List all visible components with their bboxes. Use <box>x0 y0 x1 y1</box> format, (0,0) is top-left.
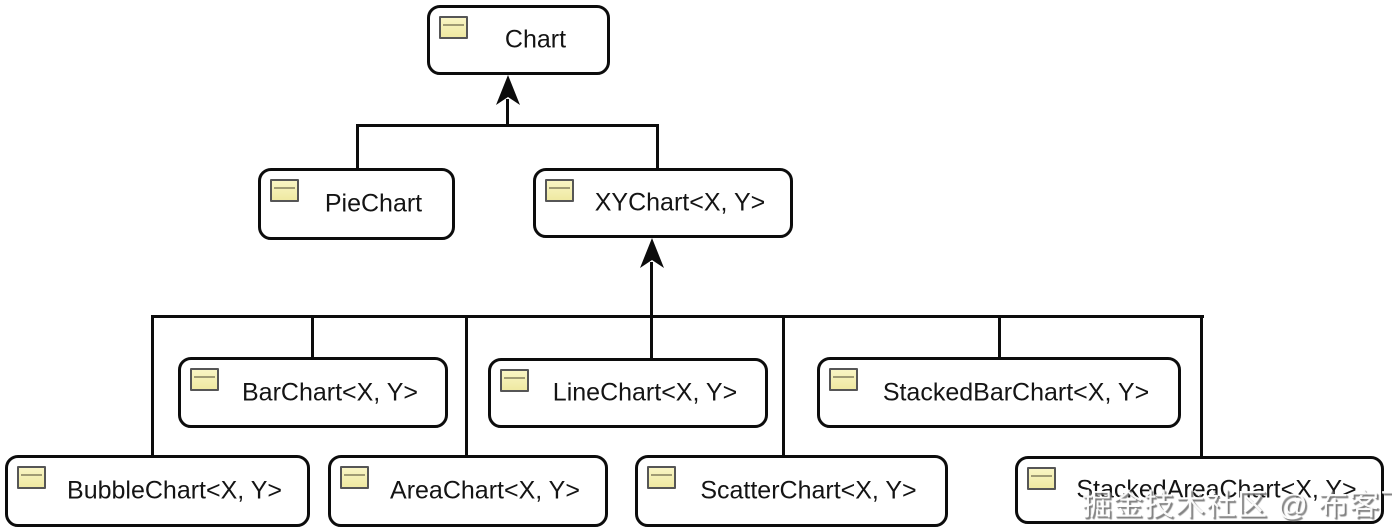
connector-bus-top <box>356 124 659 127</box>
class-icon <box>647 466 676 489</box>
connector-stackedareachart <box>1200 317 1203 456</box>
class-node-label: LineChart<X, Y> <box>552 378 738 407</box>
class-node-areachart: AreaChart<X, Y> <box>328 455 608 527</box>
class-node-label: BubbleChart<X, Y> <box>67 476 282 505</box>
connector-xychart <box>656 126 659 168</box>
inheritance-arrow-icon <box>496 75 520 105</box>
class-node-bubblechart: BubbleChart<X, Y> <box>5 455 310 527</box>
class-node-label: AreaChart<X, Y> <box>390 476 580 505</box>
class-icon <box>439 16 468 39</box>
connector-bus-bottom <box>151 315 1204 318</box>
class-node-piechart: PieChart <box>258 168 455 240</box>
class-node-linechart: LineChart<X, Y> <box>488 358 768 428</box>
connector-bubblechart <box>151 317 154 455</box>
connector-barchart <box>311 317 314 357</box>
class-icon <box>829 368 858 391</box>
class-node-label: BarChart<X, Y> <box>241 378 419 406</box>
connector-scatterchart <box>782 317 785 455</box>
inheritance-arrow-icon <box>640 238 664 268</box>
connector-xychart-stem <box>650 262 653 317</box>
watermark-text: 掘金技术社区 @ 布客飞龙 <box>1082 489 1392 522</box>
class-node-xychart: XYChart<X, Y> <box>533 168 793 238</box>
connector-piechart <box>356 126 359 168</box>
class-node-chart: Chart <box>427 5 610 75</box>
class-icon <box>340 466 369 489</box>
class-node-label: Chart <box>504 25 567 54</box>
connector-linechart <box>650 317 653 358</box>
class-node-label: StackedBarChart<X, Y> <box>882 378 1150 406</box>
class-node-barchart: BarChart<X, Y> <box>178 357 448 428</box>
class-node-label: XYChart<X, Y> <box>594 188 766 217</box>
class-icon <box>270 179 299 202</box>
class-icon <box>190 368 219 391</box>
class-node-label: ScatterChart<X, Y> <box>700 476 917 505</box>
class-node-stackedbarchart: StackedBarChart<X, Y> <box>817 357 1181 428</box>
class-node-label: PieChart <box>324 189 423 218</box>
connector-chart-stem <box>506 99 509 127</box>
class-node-label: StackedAreaChart<X, Y> <box>1076 475 1357 504</box>
connector-stackedbarchart <box>998 317 1001 357</box>
class-node-scatterchart: ScatterChart<X, Y> <box>635 455 948 527</box>
class-icon <box>545 179 574 202</box>
class-icon <box>1027 467 1056 490</box>
class-icon <box>500 369 529 392</box>
connector-areachart <box>465 317 468 455</box>
class-icon <box>17 466 46 489</box>
class-node-stackedareachart: StackedAreaChart<X, Y> <box>1015 456 1384 524</box>
